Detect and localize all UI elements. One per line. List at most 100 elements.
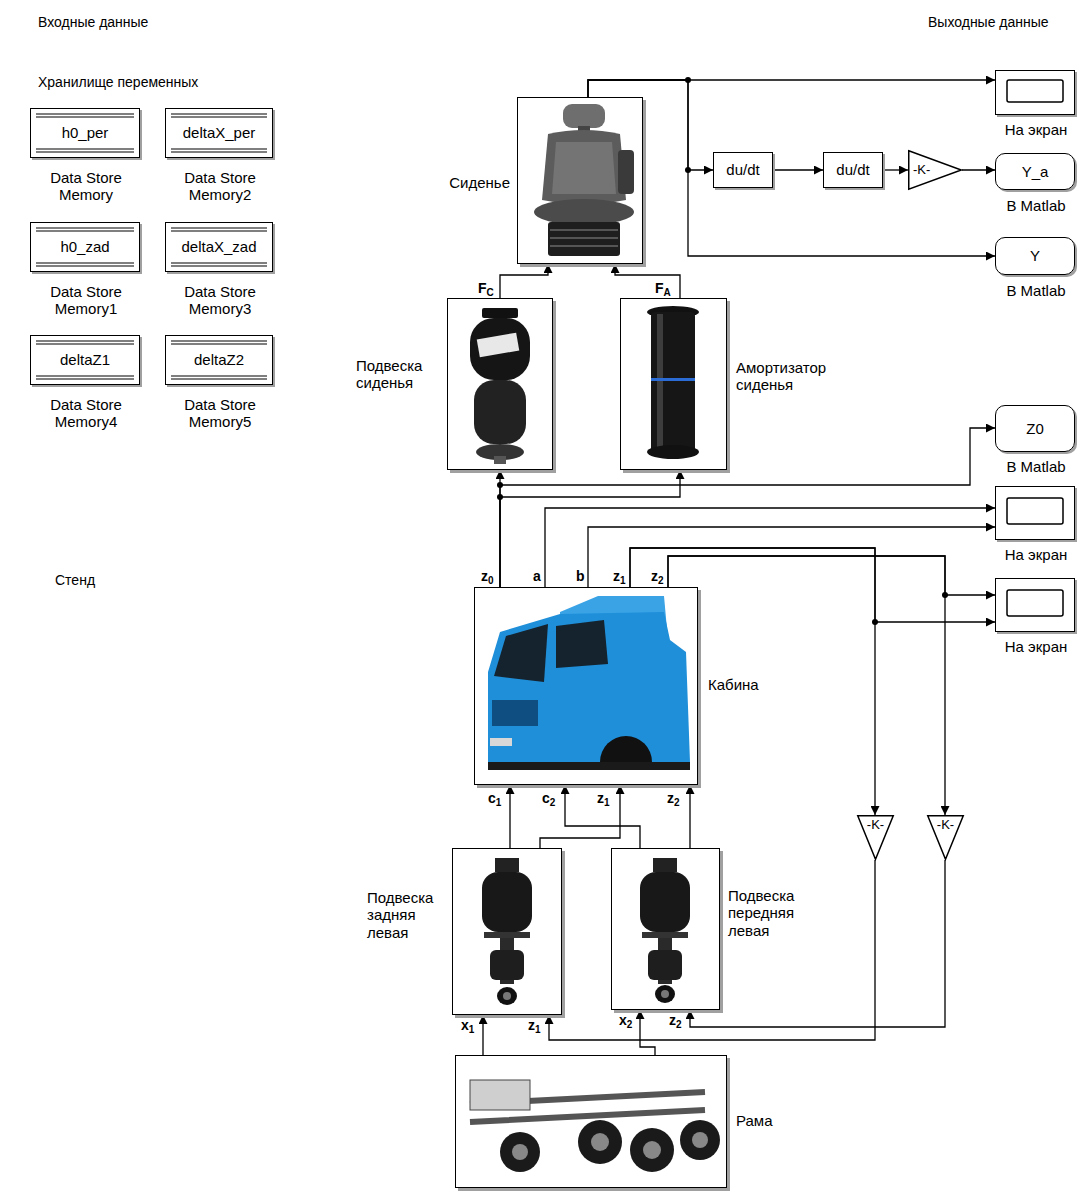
data-store-block: h0_zadData Store Memory1 bbox=[30, 222, 140, 272]
port-label: z2 bbox=[667, 790, 680, 807]
port-letter: z bbox=[597, 790, 604, 806]
rear-suspension-block: Подвеска задняя левая bbox=[452, 848, 562, 1015]
gain-triangle bbox=[858, 816, 894, 860]
frame-picture-part bbox=[578, 1120, 622, 1164]
cab-picture-part bbox=[488, 762, 690, 770]
gain-block: -K- bbox=[927, 815, 964, 860]
block-text: -K- bbox=[937, 818, 954, 833]
block-label: Data Store Memory bbox=[21, 169, 151, 204]
port-subscript: C bbox=[487, 287, 494, 298]
block-label: Кабина bbox=[708, 676, 778, 693]
derivative-block: du/dt bbox=[713, 152, 773, 188]
block-text: Y bbox=[1030, 247, 1040, 264]
gain-triangle bbox=[928, 816, 964, 860]
section-heading: Входные данные bbox=[38, 14, 148, 31]
rear-suspension-picture-part bbox=[497, 987, 517, 1005]
port-letter: c bbox=[488, 790, 496, 806]
block-text: -K- bbox=[913, 163, 930, 178]
seat-spring-picture-part bbox=[477, 333, 520, 358]
signal-line bbox=[630, 548, 875, 815]
signal-line bbox=[565, 785, 640, 848]
junction-dots-part bbox=[497, 482, 503, 488]
rear-suspension-picture-part bbox=[495, 858, 519, 872]
front-suspension-picture-part bbox=[653, 858, 677, 872]
scope-block: На экран bbox=[995, 70, 1075, 115]
scope-screens-part bbox=[1007, 80, 1063, 102]
block-text: deltaX_zad bbox=[181, 238, 256, 255]
block-label: На экран bbox=[986, 546, 1086, 563]
seat-damper-picture-part bbox=[651, 378, 695, 381]
port-letter: c bbox=[542, 790, 550, 806]
front-suspension-picture-part bbox=[642, 932, 688, 938]
port-label: FA bbox=[655, 280, 671, 297]
block-text: deltaX_per bbox=[183, 124, 256, 141]
frame-picture-part bbox=[630, 1128, 674, 1172]
block-text: du/dt bbox=[726, 161, 759, 178]
seat-picture-part bbox=[550, 230, 618, 246]
scope-block: На экран bbox=[995, 486, 1075, 540]
cab-picture-part bbox=[488, 612, 690, 762]
block-label: Data Store Memory2 bbox=[156, 169, 284, 204]
block-label: Подвеска передняя левая bbox=[728, 887, 812, 939]
front-suspension-picture bbox=[640, 858, 690, 1003]
port-label: c1 bbox=[488, 790, 501, 807]
port-label: z1 bbox=[613, 568, 626, 585]
block-text: Y_a bbox=[1022, 163, 1049, 180]
seat-spring-picture-part bbox=[482, 308, 518, 318]
block-label: Подвеска сиденья bbox=[356, 357, 440, 392]
signal-line bbox=[482, 1015, 483, 1055]
block-label: На экран bbox=[986, 638, 1086, 655]
front-suspension-picture-part bbox=[655, 985, 675, 1003]
port-label: c2 bbox=[542, 790, 555, 807]
port-letter: F bbox=[478, 280, 487, 296]
cab-picture-part bbox=[492, 700, 538, 726]
cab-picture-part bbox=[556, 620, 608, 668]
data-store-lines-part bbox=[36, 341, 134, 379]
port-label: z0 bbox=[481, 568, 494, 585]
seat-picture-part bbox=[542, 130, 626, 204]
cab-block: Кабина bbox=[474, 587, 698, 785]
cab-picture-part bbox=[494, 624, 548, 682]
seat-damper-picture-part bbox=[647, 445, 699, 459]
seat-damper-picture-part bbox=[657, 314, 663, 450]
port-subscript: 2 bbox=[658, 575, 664, 586]
rear-suspension-picture-part bbox=[484, 932, 530, 938]
signal-line bbox=[773, 169, 823, 170]
seat-spring-picture-part bbox=[474, 380, 526, 444]
port-subscript: 1 bbox=[604, 797, 610, 808]
block-label: Data Store Memory3 bbox=[156, 283, 284, 318]
data-store-lines-part bbox=[36, 228, 134, 266]
cab-picture-part bbox=[490, 738, 512, 746]
port-letter: b bbox=[576, 568, 585, 584]
seat-spring-picture-part bbox=[470, 318, 530, 380]
data-store-block: h0_perData Store Memory bbox=[30, 108, 140, 158]
block-text: h0_zad bbox=[60, 238, 109, 255]
block-label: Сиденье bbox=[438, 174, 510, 191]
signal-line bbox=[500, 470, 680, 587]
frame-picture-part bbox=[591, 1133, 609, 1151]
block-text: deltaZ2 bbox=[194, 351, 244, 368]
output-port-block: Y_aВ Matlab bbox=[995, 153, 1075, 190]
group-heading: Хранилище переменных bbox=[38, 74, 198, 91]
signal-line bbox=[500, 428, 995, 587]
port-subscript: 2 bbox=[550, 797, 556, 808]
port-letter: F bbox=[655, 280, 664, 296]
port-subscript: 1 bbox=[620, 575, 626, 586]
seat-damper-picture-part bbox=[651, 312, 695, 452]
junction-dots bbox=[497, 77, 948, 625]
section-heading: Выходные данные bbox=[928, 14, 1049, 31]
data-store-lines-part bbox=[171, 228, 267, 266]
gain-triangle bbox=[909, 151, 962, 190]
port-subscript: 1 bbox=[535, 1024, 541, 1035]
seat-damper-block: Амортизатор сиденья bbox=[620, 298, 727, 470]
output-port-block: Z0В Matlab bbox=[995, 405, 1075, 452]
junction-dots-part bbox=[685, 77, 691, 83]
signal-line bbox=[588, 80, 713, 170]
signal-line bbox=[500, 264, 548, 298]
data-store-lines-part bbox=[171, 341, 267, 379]
block-label: Data Store Memory5 bbox=[156, 396, 284, 431]
signal-line bbox=[615, 264, 680, 298]
port-letter: z bbox=[669, 1012, 676, 1028]
